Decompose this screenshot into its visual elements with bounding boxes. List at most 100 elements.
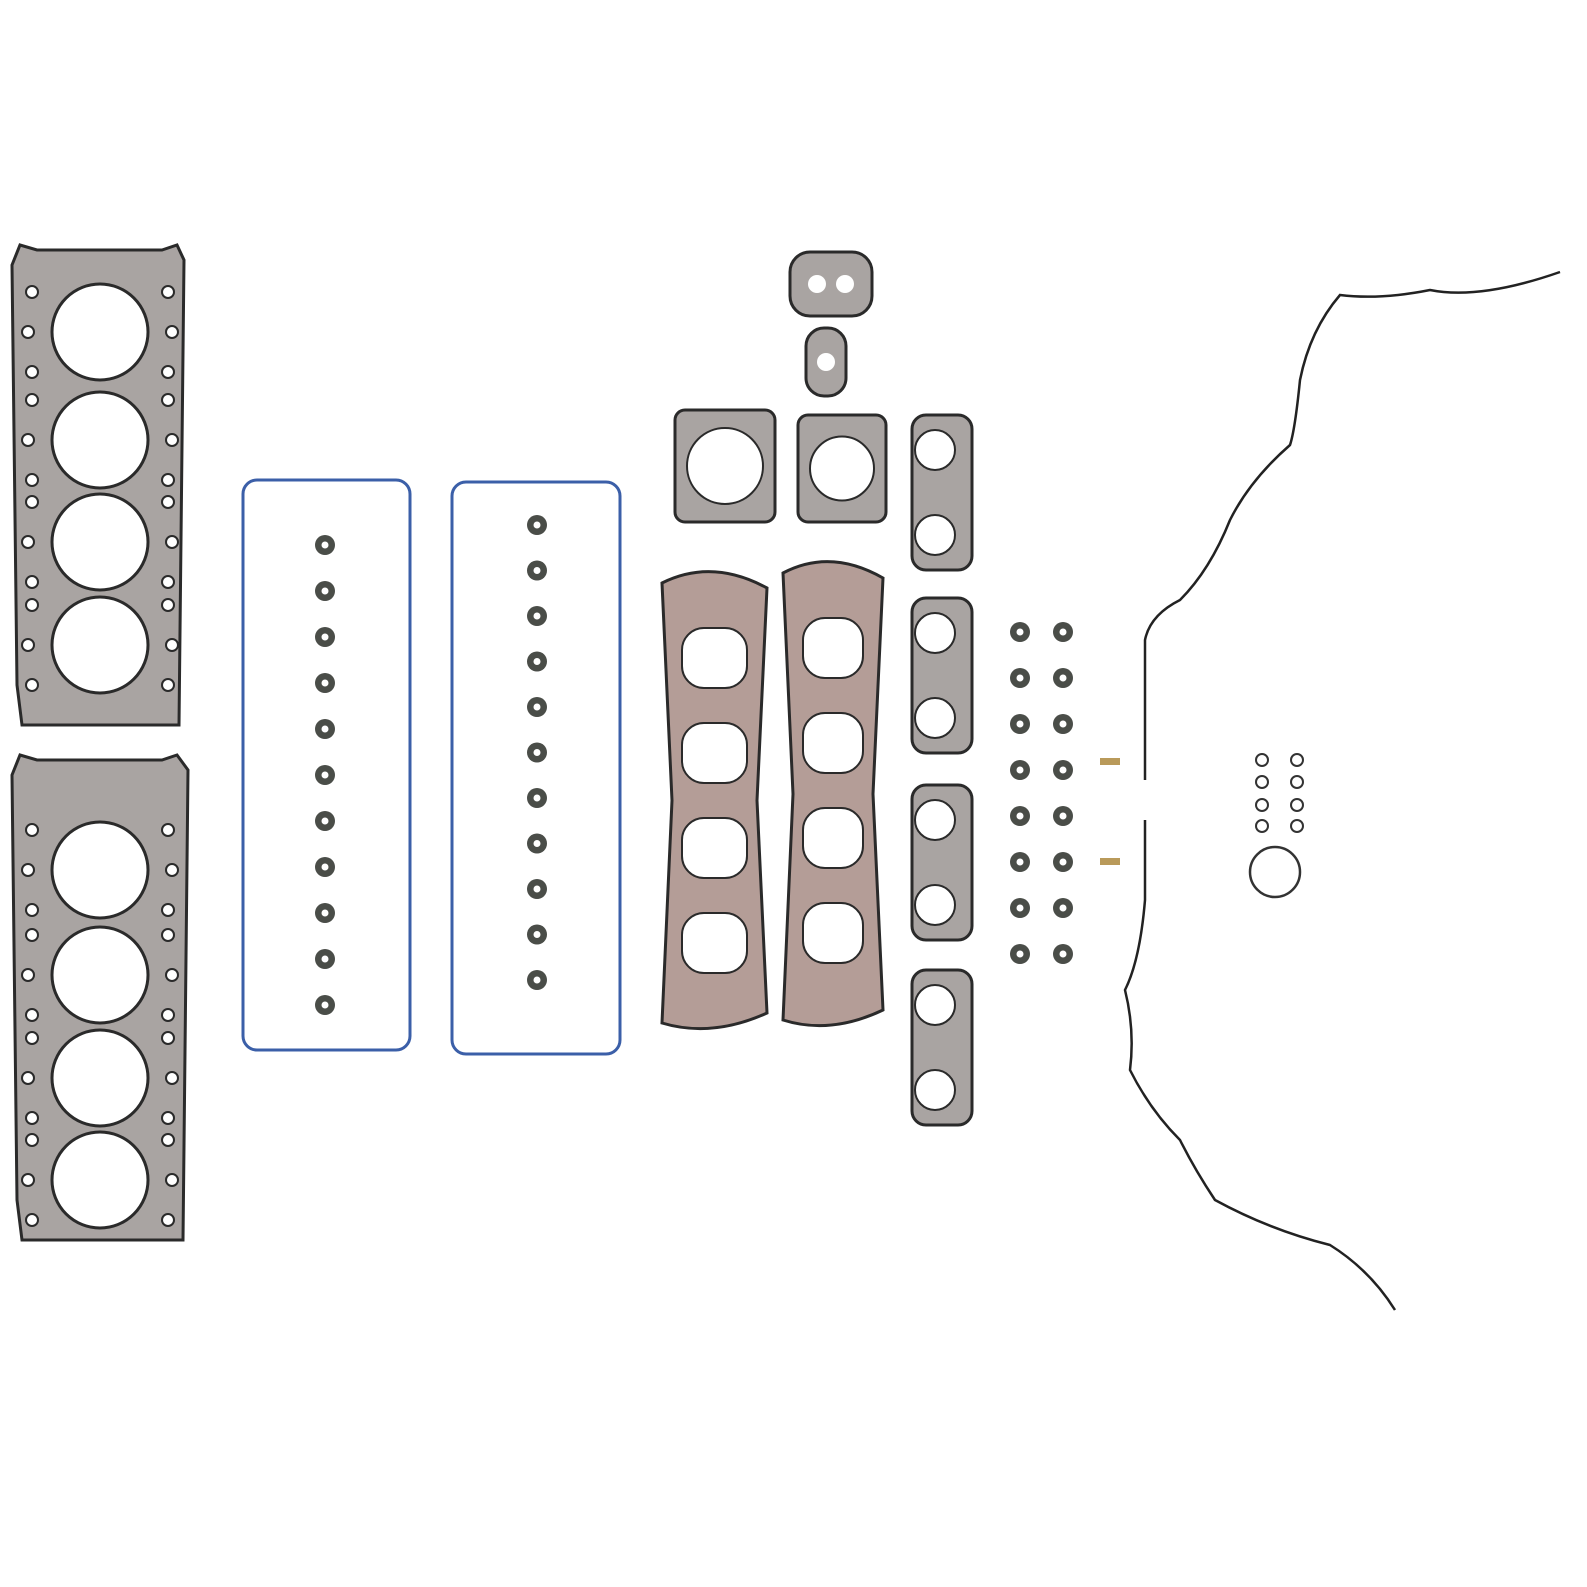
seal-center [533, 749, 541, 756]
valve-stem-seal [1010, 760, 1030, 780]
dowel-pin [1100, 858, 1120, 865]
bolt-hole [161, 1008, 175, 1022]
valve-stem-seal [527, 788, 547, 808]
cylinder-bore [50, 1028, 150, 1128]
timing-cover-gasket [1123, 270, 1561, 1311]
seal-center [1059, 812, 1067, 820]
bolt-hole [165, 535, 179, 549]
bolt-hole [161, 1031, 175, 1045]
valve-stem-seal [1053, 760, 1073, 780]
bolt-hole [25, 495, 39, 509]
bolt-hole [25, 473, 39, 487]
bolt-hole [161, 495, 175, 509]
valve-stem-seal [527, 879, 547, 899]
bolt-hole [25, 365, 39, 379]
bolt-hole [165, 968, 179, 982]
bolt-hole [161, 1133, 175, 1147]
egr-tube-gasket [804, 326, 848, 398]
bolt-hole [25, 393, 39, 407]
valve-stem-seal [1010, 806, 1030, 826]
bolt-hole [25, 1213, 39, 1227]
bolt-hole [21, 1173, 35, 1187]
seal-center [1059, 858, 1067, 866]
valve-stem-seal [315, 719, 335, 739]
bore [686, 427, 764, 505]
valve-stem-seal [527, 515, 547, 535]
seal-center [1059, 628, 1067, 636]
throttle-body-gasket [796, 413, 888, 524]
bolt-hole [25, 678, 39, 692]
seal-center [321, 909, 329, 917]
bolt-hole [165, 1071, 179, 1085]
cylinder-bore [50, 595, 150, 695]
bolt-hole [21, 325, 35, 339]
seal-center [321, 771, 329, 779]
exhaust-port-gasket [910, 596, 974, 755]
intake-manifold-gasket [781, 560, 885, 1028]
cylinder-head-gasket [10, 753, 190, 1242]
bolt-hole [25, 285, 39, 299]
bore [809, 435, 875, 502]
bolt-hole [21, 433, 35, 447]
seal-center [321, 817, 329, 825]
seal-center [321, 955, 329, 963]
bolt-hole [25, 903, 39, 917]
seal-center [1016, 720, 1024, 728]
small-o-ring [1255, 819, 1269, 833]
valve-stem-seal [315, 857, 335, 877]
bolt-hole [161, 393, 175, 407]
dowel-pin [1100, 758, 1120, 765]
bolt-hole [161, 903, 175, 917]
valve-stem-seal [1010, 714, 1030, 734]
seal-center [1016, 904, 1024, 912]
valve-stem-seal [1010, 944, 1030, 964]
bolt-hole [25, 1008, 39, 1022]
seal-center [1059, 720, 1067, 728]
cylinder-bore [50, 925, 150, 1025]
seal-center [1016, 674, 1024, 682]
seal-center [321, 1001, 329, 1009]
port [681, 817, 748, 879]
exhaust-port-gasket [910, 783, 974, 942]
gasket-body [788, 250, 874, 318]
valve-stem-seal [315, 581, 335, 601]
valve-stem-seal [1053, 806, 1073, 826]
cylinder-head-gasket [10, 243, 186, 727]
port [914, 884, 956, 926]
bolt-hole [161, 1111, 175, 1125]
cylinder-bore [50, 390, 150, 490]
bolt-hole [161, 473, 175, 487]
seal-center [533, 658, 541, 665]
valve-stem-seal [1010, 622, 1030, 642]
seal-center [1059, 950, 1067, 958]
seal-center [321, 679, 329, 687]
seal-center [1016, 628, 1024, 636]
bolt-hole [21, 968, 35, 982]
bolt-hole [165, 433, 179, 447]
valve-stem-seal [1010, 852, 1030, 872]
valve-stem-seal [527, 560, 547, 581]
port [802, 902, 864, 964]
bolt-hole [165, 638, 179, 652]
seal-center [321, 541, 329, 549]
port [802, 617, 864, 679]
small-o-ring [1290, 753, 1304, 767]
bolt-hole [25, 823, 39, 837]
bolt-hole [25, 1111, 39, 1125]
seal-center [1016, 950, 1024, 958]
port [914, 429, 956, 471]
throttle-body-gasket [673, 408, 777, 524]
bolt-hole [165, 1173, 179, 1187]
seal-center [321, 633, 329, 641]
cylinder-bore [50, 492, 150, 592]
bolt-hole [21, 1071, 35, 1085]
seal-center [533, 931, 541, 938]
small-o-ring [1255, 798, 1269, 812]
hole [808, 275, 826, 293]
valve-stem-seal [315, 949, 335, 969]
intake-manifold-gasket [660, 570, 769, 1031]
bolt-hole [165, 325, 179, 339]
seal-center [1059, 674, 1067, 682]
seal-center [533, 840, 541, 847]
